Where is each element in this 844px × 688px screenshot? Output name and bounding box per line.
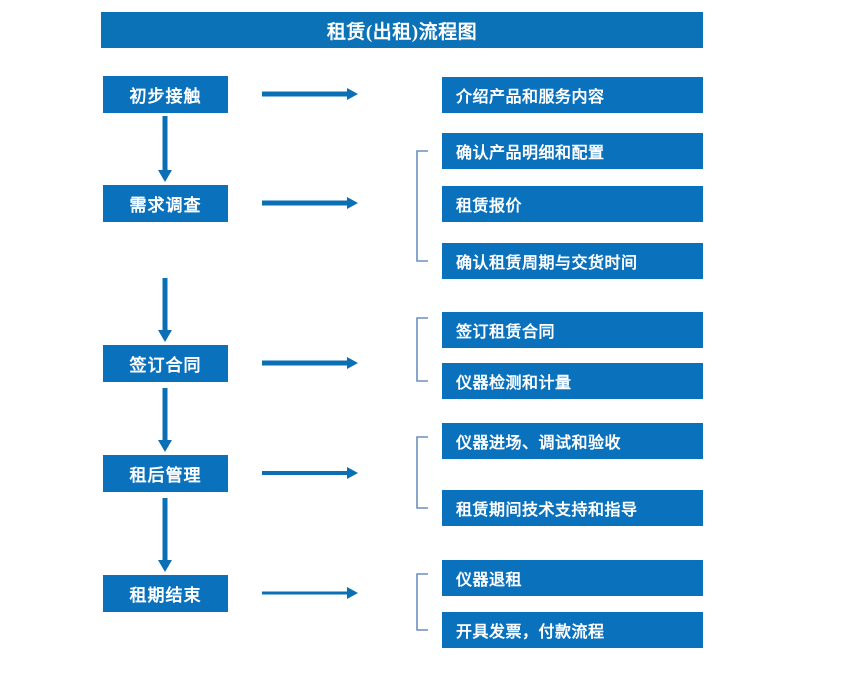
arrow-head [347,197,358,209]
detail-box[interactable]: 确认租赁周期与交货时间 [442,243,703,279]
stage-box[interactable]: 需求调查 [103,185,228,222]
horizontal-arrow [262,587,358,599]
detail-box[interactable]: 租赁期间技术支持和指导 [442,490,703,526]
arrow-head [347,88,358,100]
horizontal-arrow [262,197,358,209]
arrow-head [347,587,358,599]
vertical-arrow [158,388,172,452]
vertical-arrow [158,116,172,182]
detail-box[interactable]: 开具发票，付款流程 [442,612,703,648]
arrow-head [347,357,358,369]
arrow-head [158,330,172,342]
arrow-head [158,440,172,452]
arrow-head [158,560,172,572]
horizontal-arrow [262,357,358,369]
page-title: 租赁(出租)流程图 [101,12,703,48]
vertical-arrow [158,278,172,342]
detail-box[interactable]: 租赁报价 [442,186,703,222]
stage-box[interactable]: 租后管理 [103,455,228,492]
stage-box[interactable]: 租期结束 [103,575,228,612]
arrow-head [347,467,358,479]
horizontal-arrow [262,467,358,479]
stage-box[interactable]: 签订合同 [103,345,228,382]
detail-box[interactable]: 仪器检测和计量 [442,363,703,399]
group-bracket [416,317,428,382]
detail-box[interactable]: 仪器退租 [442,560,703,596]
detail-box[interactable]: 签订租赁合同 [442,312,703,348]
detail-box[interactable]: 介绍产品和服务内容 [442,77,703,113]
group-bracket [416,573,428,631]
vertical-arrow [158,498,172,572]
group-bracket [416,436,428,509]
horizontal-arrow [262,88,358,100]
stage-box[interactable]: 初步接触 [103,76,228,113]
detail-box[interactable]: 确认产品明细和配置 [442,133,703,169]
arrow-head [158,170,172,182]
group-bracket [416,150,428,262]
detail-box[interactable]: 仪器进场、调试和验收 [442,423,703,459]
